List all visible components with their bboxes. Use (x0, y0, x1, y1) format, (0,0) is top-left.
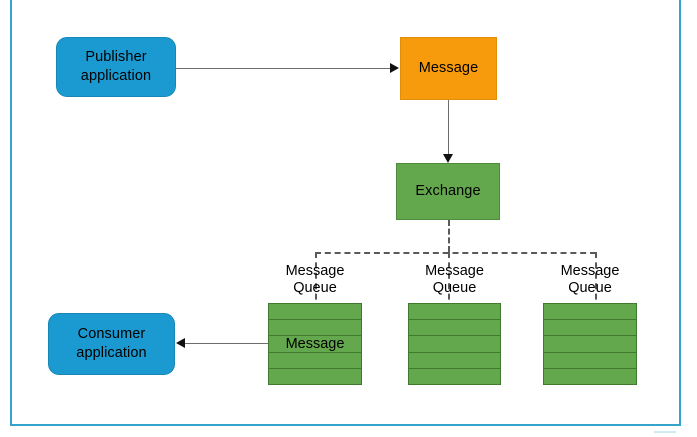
publisher-label-line1: Publisher (85, 48, 147, 65)
queue-3-label: Message Queue (543, 263, 637, 297)
queue-3-cell-2 (544, 320, 636, 337)
queue-2-cell-1 (409, 304, 500, 321)
exchange-dashed-stem (448, 220, 450, 252)
queue-2-label-line1: Message (425, 263, 484, 279)
dashed-drop-queue-3 (595, 252, 597, 310)
publisher-application-node: Publisher application (56, 37, 176, 97)
publisher-to-message-arrowhead (390, 63, 399, 73)
queue-1-cell-5 (269, 369, 361, 384)
queue-1-label-line1: Message (285, 263, 345, 279)
queue-2-cell-4 (409, 353, 500, 369)
publisher-application-label: Publisher application (81, 48, 151, 86)
consumer-application-node: Consumer application (48, 313, 175, 375)
queue-2-cell-2 (409, 320, 500, 337)
queue-3-cell-3 (544, 336, 636, 353)
message-label: Message (418, 59, 479, 76)
exchange-node: Exchange (396, 163, 500, 220)
queue-2-cell-5 (409, 369, 500, 384)
message-queue-1: Message (268, 303, 362, 385)
queue-2-cell-3 (409, 336, 500, 353)
queue-3-cell-1 (544, 304, 636, 321)
queue-to-consumer-arrowhead (176, 338, 185, 348)
queue-1-cell-3: Message (269, 336, 361, 353)
exchange-label: Exchange (415, 182, 481, 199)
publisher-label-line2: application (80, 68, 152, 84)
queue-to-consumer-line (184, 343, 268, 344)
queue-2-label: Message Queue (408, 263, 501, 297)
queue-1-label-line2: Queue (293, 280, 337, 297)
message-to-exchange-line (448, 100, 449, 157)
queue-1-cell-2 (269, 320, 361, 336)
message-to-exchange-arrowhead (443, 154, 453, 163)
queue-3-label-line2: Queue (568, 280, 612, 297)
dashed-drop-queue-2 (448, 252, 450, 310)
exchange-dashed-bus (315, 252, 596, 254)
consumer-label-line2: application (76, 345, 147, 361)
message-queue-2 (408, 303, 501, 385)
bottom-right-artifact (654, 431, 676, 433)
consumer-application-label: Consumer application (76, 325, 146, 363)
consumer-label-line1: Consumer (77, 325, 146, 342)
queue-3-label-line1: Message (560, 263, 620, 279)
queue-1-cell-1 (269, 304, 361, 320)
message-queue-3 (543, 303, 637, 385)
queue-1-label: Message Queue (268, 263, 362, 297)
queue-2-label-line2: Queue (432, 280, 477, 297)
queue-3-cell-5 (544, 369, 636, 384)
dashed-drop-queue-1 (315, 252, 317, 310)
message-node: Message (400, 37, 497, 100)
queue-3-cell-4 (544, 353, 636, 369)
publisher-to-message-line (176, 68, 391, 69)
queue-1-cell-4 (269, 353, 361, 369)
